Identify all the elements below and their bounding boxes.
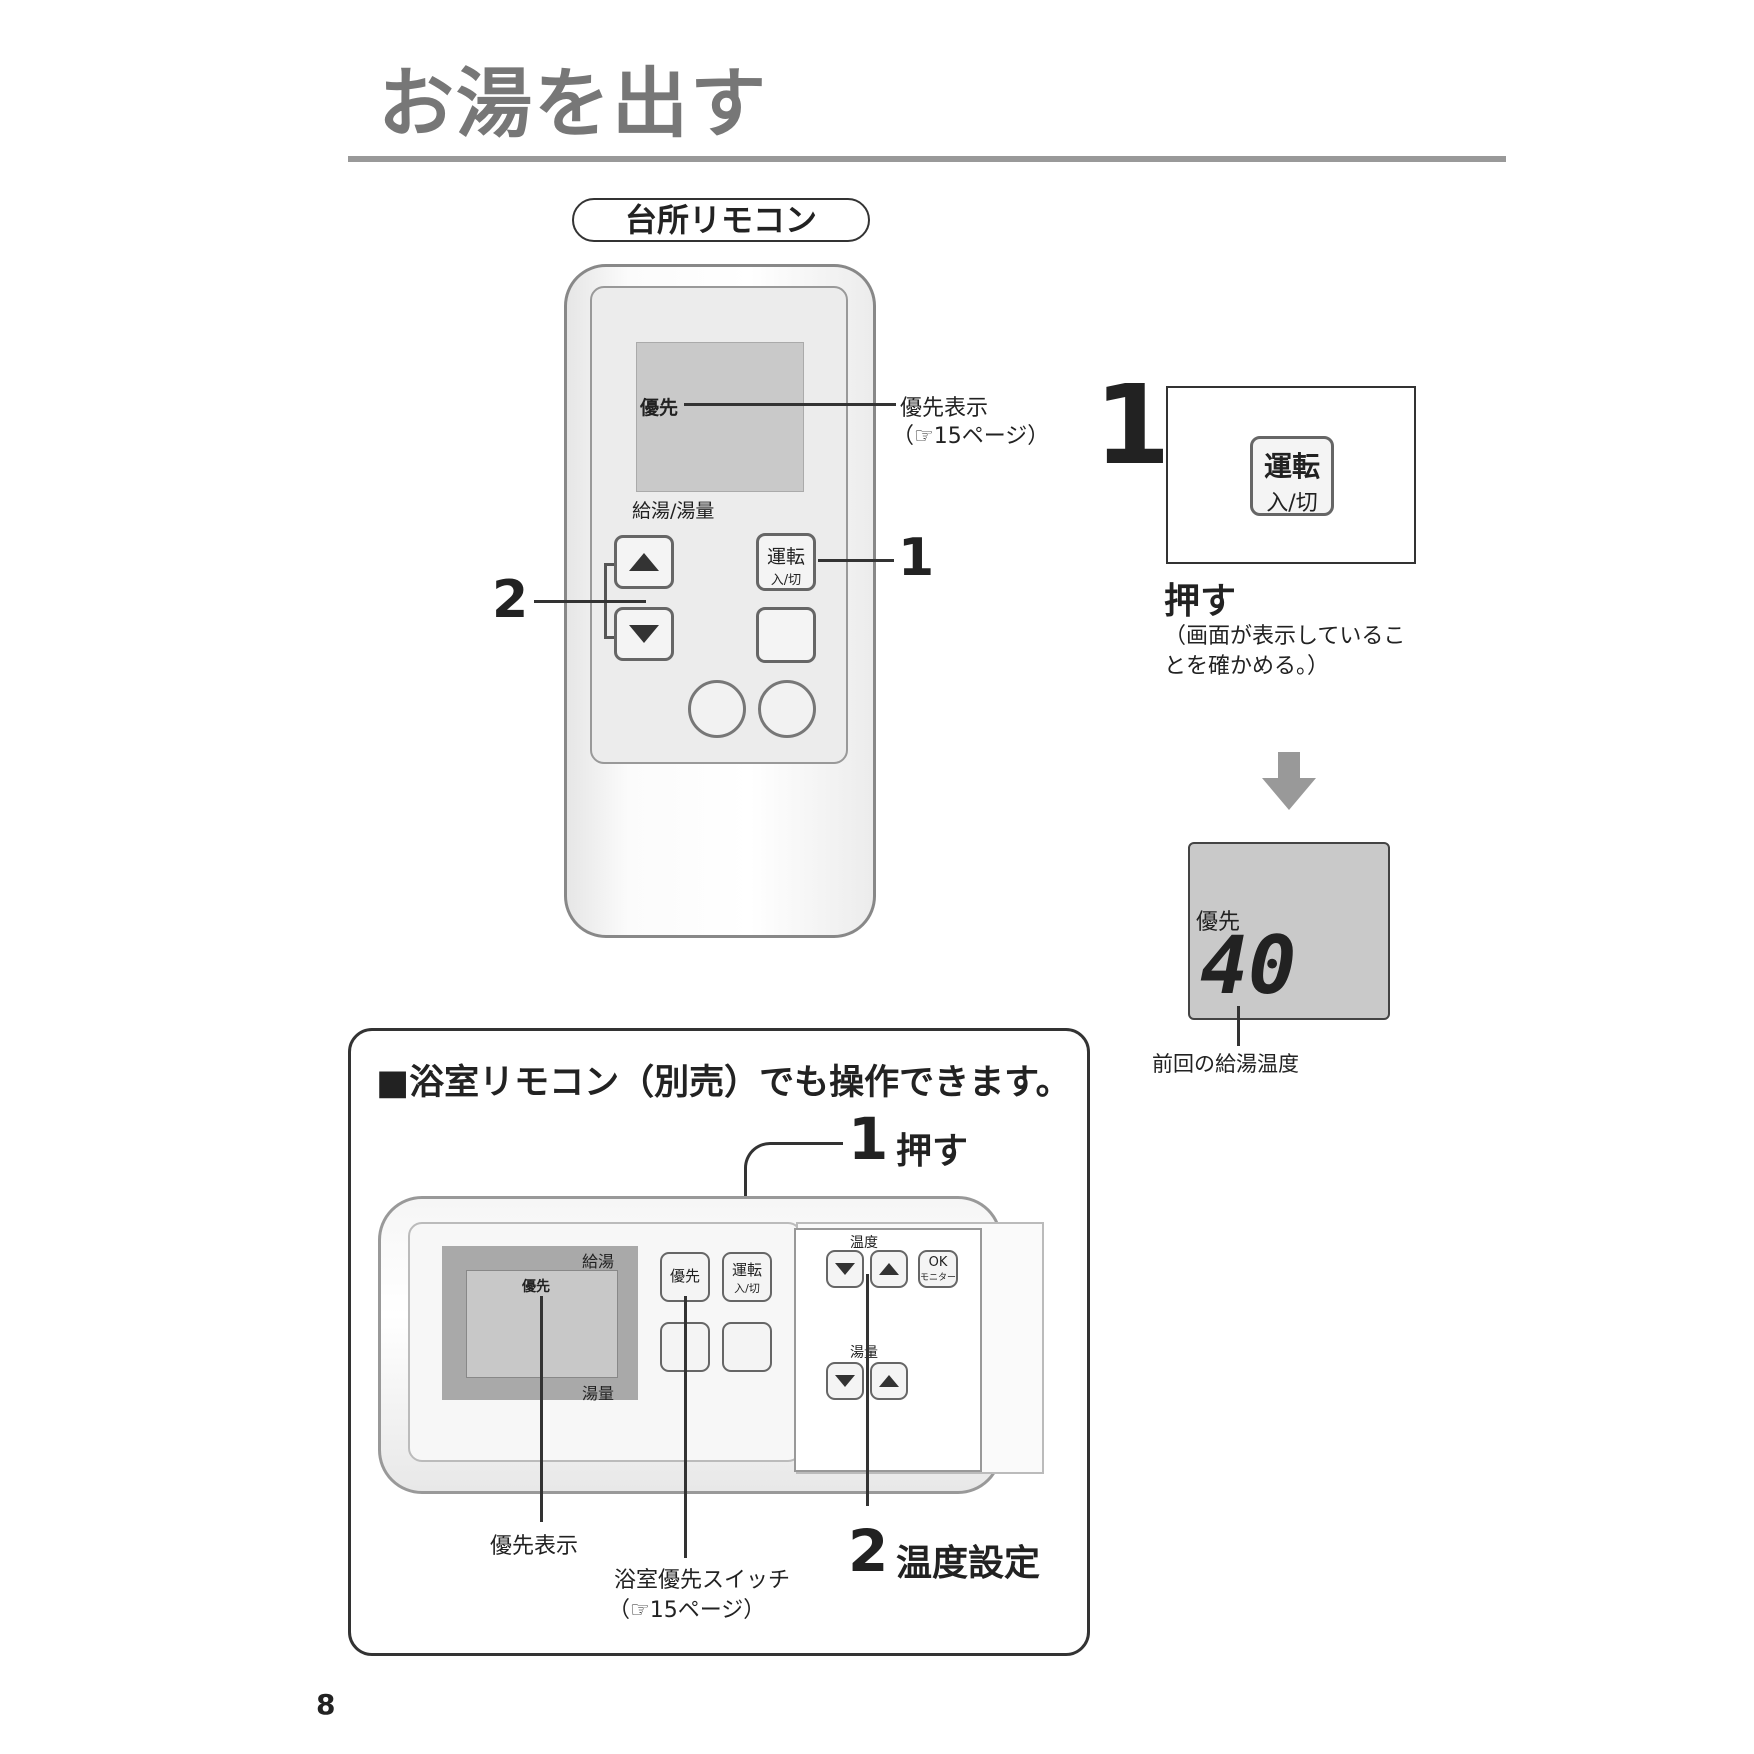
step1-power-button[interactable]: 運転 入/切 [1250, 436, 1334, 516]
temperature-down-button[interactable] [614, 607, 674, 661]
bath-temp-label: 温度 [850, 1235, 878, 1251]
bath-temp-up-button[interactable] [870, 1250, 908, 1288]
bath-label-priority-switch-page-ref: （☞15ページ） [608, 1598, 766, 1623]
power-button-label: 運転 [766, 546, 805, 568]
bath-callout-heading: ■浴室リモコン（別売）でも操作できます。 [376, 1063, 1071, 1103]
bath-priority-switch-label: 優先 [669, 1267, 700, 1285]
step1-number: 1 [1094, 361, 1171, 489]
temperature-setting-leader [866, 1274, 869, 1506]
bath-temp-down-button[interactable] [826, 1250, 864, 1288]
kitchen-remote-screen [636, 342, 804, 492]
step1-note-line1: （画面が表示しているこ [1164, 624, 1406, 649]
step1-action: 押す [1164, 581, 1237, 622]
annotation-priority-display: 優先表示 [900, 396, 989, 421]
result-leader [1237, 1006, 1240, 1046]
bath-screen-top-label: 給湯 [582, 1252, 615, 1271]
page-number: 8 [316, 1688, 336, 1721]
bath-volume-up-button[interactable] [870, 1362, 908, 1400]
bath-label-priority-switch: 浴室優先スイッチ [614, 1568, 791, 1593]
temperature-up-button[interactable] [614, 535, 674, 589]
priority-leader-line [684, 403, 896, 406]
bath-power-label: 運転 [731, 1261, 762, 1279]
flow-arrow-shaft [1278, 752, 1300, 778]
bath-ok-monitor-button[interactable]: OK モニター [918, 1250, 958, 1288]
arrow-up-icon [879, 1375, 899, 1387]
result-caption: 前回の給湯温度 [1152, 1052, 1299, 1076]
bath-volume-down-button[interactable] [826, 1362, 864, 1400]
kitchen-screen-priority-indicator: 優先 [640, 397, 679, 419]
page-title: お湯を出す [378, 59, 768, 148]
title-rule [348, 156, 1506, 162]
arrow-down-icon [835, 1263, 855, 1275]
arrow-down-icon [629, 625, 659, 643]
bath-power-button[interactable]: 運転 入/切 [722, 1252, 772, 1302]
callout-1-number: 1 [898, 528, 935, 588]
bath-step1-number: 1 [848, 1105, 889, 1173]
power-button-sublabel: 入/切 [770, 573, 802, 588]
kitchen-round-button-left[interactable] [688, 680, 746, 738]
result-temperature: 40 [1200, 919, 1297, 1012]
bath-step2-number: 2 [848, 1517, 889, 1585]
result-priority-indicator: 優先 [1196, 910, 1241, 935]
bath-step1-leader [744, 1142, 843, 1233]
bath-step1-action: 押す [896, 1131, 969, 1172]
priority-display-leader [540, 1296, 543, 1522]
kitchen-blank-button[interactable] [756, 607, 816, 663]
callout-2-leader [534, 600, 646, 603]
kitchen-round-button-right[interactable] [758, 680, 816, 738]
bath-priority-switch[interactable]: 優先 [660, 1252, 710, 1302]
annotation-priority-page-ref: （☞15ページ） [892, 424, 1050, 449]
bath-screen-priority-indicator: 優先 [522, 1279, 550, 1295]
ok-label: OK [928, 1255, 948, 1270]
callout-2-number: 2 [492, 570, 529, 630]
monitor-label: モニター [920, 1273, 957, 1283]
kitchen-remote-label: 台所リモコン [572, 198, 870, 242]
result-lcd [1188, 842, 1390, 1020]
bath-power-sublabel: 入/切 [734, 1282, 760, 1295]
step1-note-line2: とを確かめる。） [1164, 654, 1330, 679]
kitchen-power-button[interactable]: 運転 入/切 [756, 533, 816, 591]
arrow-down-icon [835, 1375, 855, 1387]
step1-power-sublabel: 入/切 [1266, 491, 1318, 516]
bath-blank-button-right[interactable] [722, 1322, 772, 1372]
arrow-up-icon [629, 553, 659, 571]
bath-step2-action: 温度設定 [896, 1543, 1041, 1584]
bath-volume-label: 湯量 [850, 1345, 878, 1361]
bath-remote-callout [348, 1028, 1090, 1656]
flow-arrow-down-icon [1262, 778, 1316, 810]
bath-label-priority-display: 優先表示 [490, 1534, 579, 1559]
arrow-up-icon [879, 1263, 899, 1275]
bath-screen-bottom-label: 湯量 [582, 1384, 615, 1403]
callout-1-leader [818, 559, 894, 562]
step1-power-label: 運転 [1263, 450, 1320, 483]
hot-water-volume-label: 給湯/湯量 [632, 500, 715, 522]
priority-switch-leader [684, 1296, 687, 1558]
